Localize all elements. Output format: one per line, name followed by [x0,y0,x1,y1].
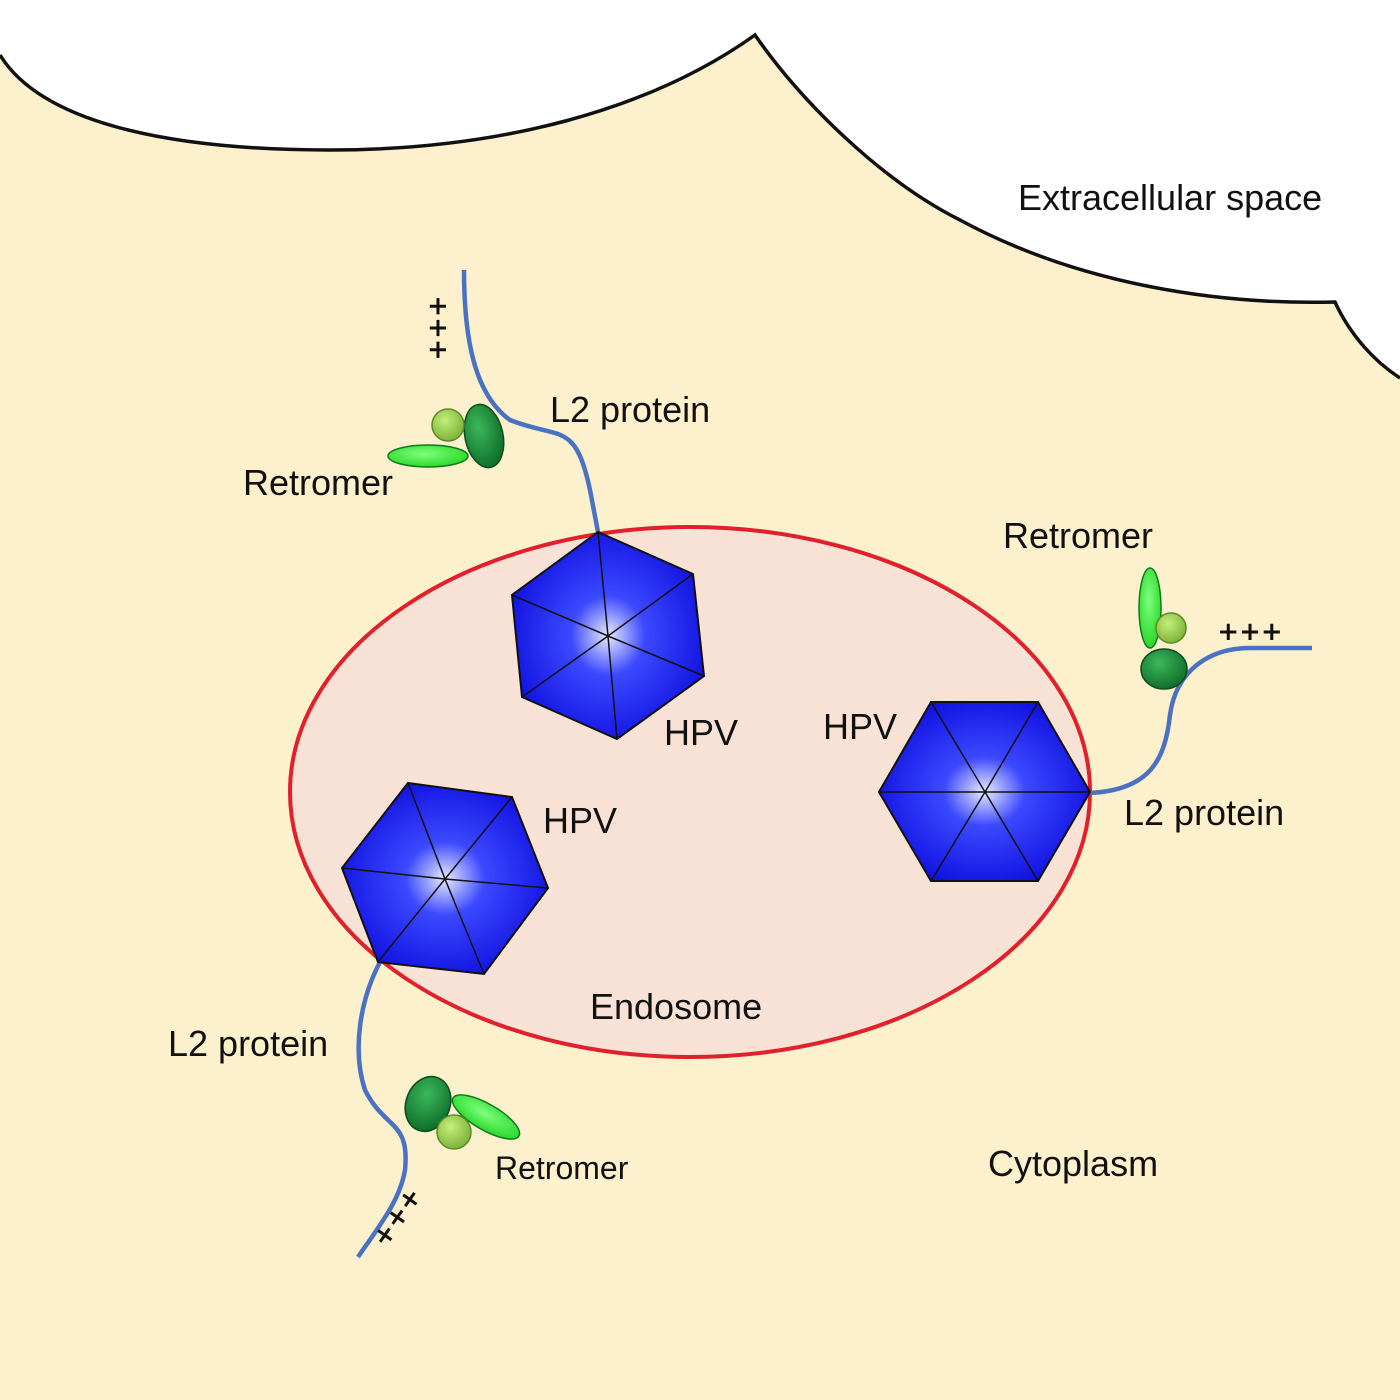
charge-label-top: +++ [423,295,453,360]
retromer-label-top: Retromer [243,462,393,503]
l2-strand-top [461,269,601,533]
extracellular-label: Extracellular space [1018,177,1322,218]
l2-label-top: L2 protein [550,389,710,430]
endosome-label: Endosome [590,986,762,1027]
retromer-complex-icon [387,403,505,469]
retromer-complex-icon [1138,567,1188,690]
plasma-membrane [0,32,1400,380]
charge-label-right: +++ [1217,617,1282,647]
retromer-label-bottom: Retromer [495,1150,629,1186]
l2-strand-right [1089,645,1312,796]
hpv-label-top: HPV [664,712,738,753]
hpv-label-left: HPV [543,800,617,841]
hpv-capsid-right [877,701,1092,882]
hpv-capsid-left [340,781,550,976]
l2-label-bottom: L2 protein [168,1023,328,1064]
extracellular-region [0,0,1400,378]
hpv-label-right: HPV [823,706,897,747]
l2-label-right: L2 protein [1124,792,1284,833]
hpv-capsid-top [510,530,706,741]
retromer-complex-icon [404,1075,521,1150]
retromer-label-right: Retromer [1003,515,1153,556]
cytoplasm-label: Cytoplasm [988,1143,1158,1184]
l2-strand-bottom [356,960,408,1259]
